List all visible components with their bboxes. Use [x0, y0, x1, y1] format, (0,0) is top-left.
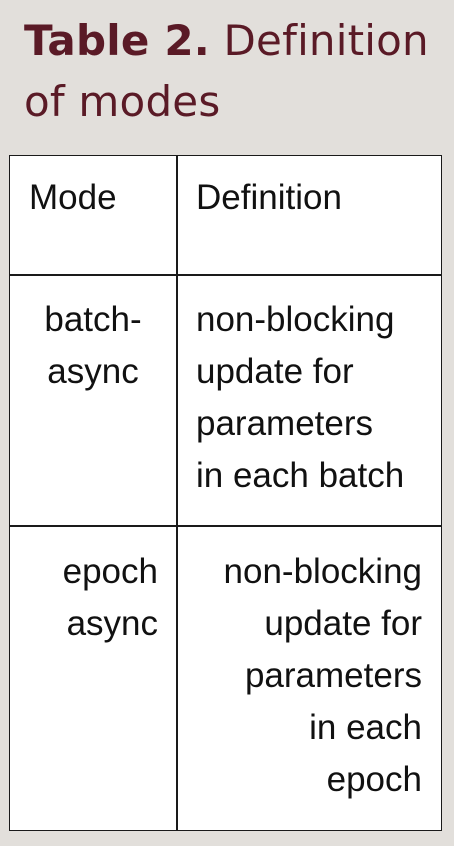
column-divider: [176, 156, 178, 830]
row-divider: [10, 525, 441, 527]
column-header-definition: Definition: [196, 178, 342, 217]
table-caption-text: Definition of modes: [24, 16, 429, 126]
table-cell-mode-batch-async: batch- async: [44, 300, 142, 391]
table-caption: Table 2. Definition of modes: [24, 10, 444, 132]
modes-table: Mode Definition batch- async non-blockin…: [9, 155, 442, 831]
table-caption-label: Table 2.: [24, 16, 210, 65]
header-row-divider: [10, 274, 441, 276]
table-cell-definition-batch-async: non-blocking update for parameters in ea…: [196, 300, 405, 495]
table-cell-definition-epoch-async: non-blocking update for parameters in ea…: [223, 552, 422, 799]
column-header-mode: Mode: [29, 178, 117, 217]
table-cell-mode-epoch-async: epoch async: [62, 552, 158, 643]
